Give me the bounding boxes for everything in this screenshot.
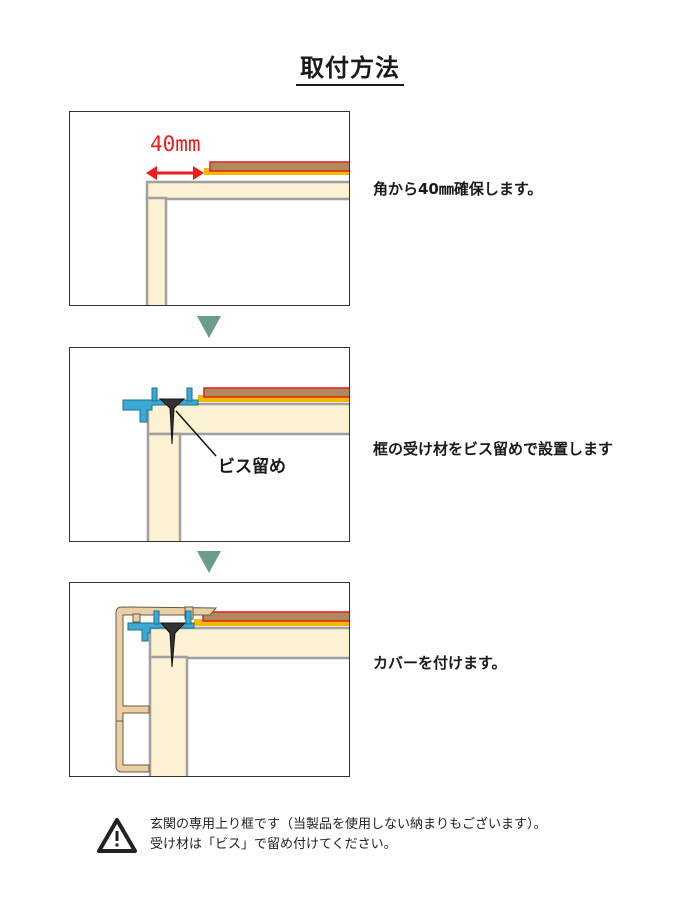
dimension-label: 40mm: [150, 132, 201, 156]
warning-icon: [97, 818, 137, 853]
step-3-diagram: [69, 582, 350, 777]
step-2-caption: 框の受け材をビス留めで設置します: [373, 440, 614, 458]
screw-label: ビス留め: [218, 457, 286, 477]
page-title: 取付方法: [300, 54, 400, 82]
step-2-diagram: ビス留め: [69, 347, 350, 542]
step-arrow-down-icon: [197, 316, 221, 338]
note-line-1: 玄関の専用上り框です（当製品を使用しない納まりもございます）。: [150, 817, 547, 832]
step-1-diagram: 40mm: [69, 111, 350, 306]
note-line-2: 受け材は「ビス」で留め付けてください。: [150, 837, 397, 852]
step-1-caption: 角から40㎜確保します。: [373, 180, 543, 198]
step-3-caption: カバーを付けます。: [373, 654, 507, 672]
step-arrow-down-icon: [197, 551, 221, 573]
note-text: 玄関の専用上り框です（当製品を使用しない納まりもございます）。 受け材は「ビス」…: [150, 815, 547, 855]
title-underline: [296, 84, 404, 86]
